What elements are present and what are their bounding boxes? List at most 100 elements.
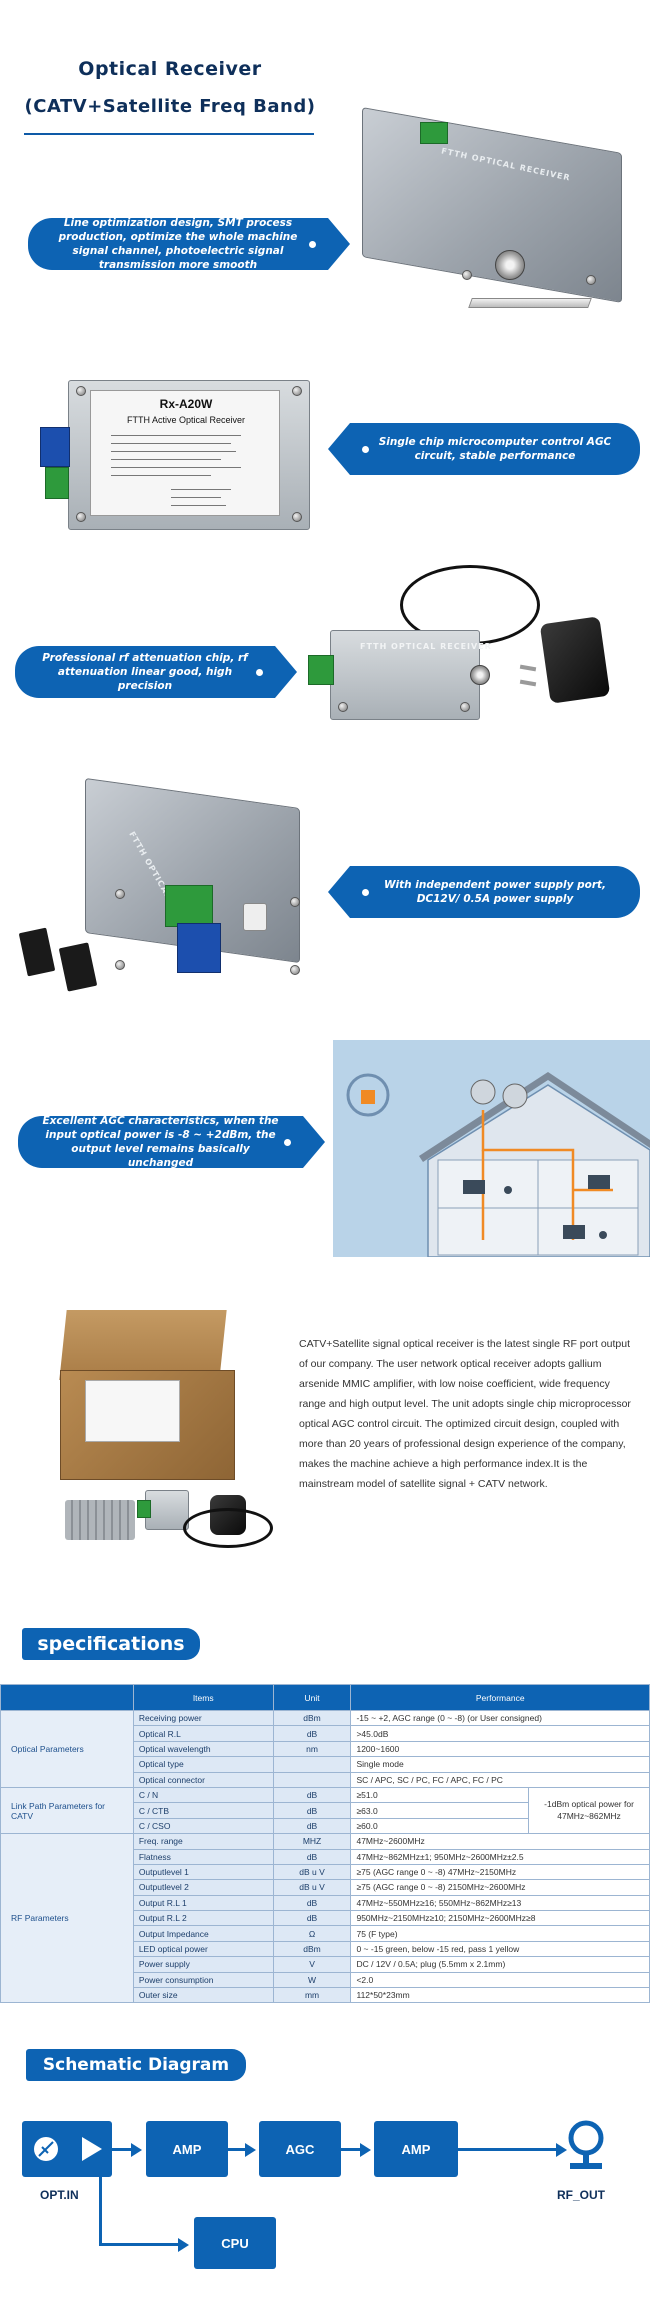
performance-cell: 112*50*23mm	[350, 1987, 650, 2004]
bullet-dot	[362, 888, 369, 896]
device-body	[330, 630, 480, 720]
power-cable	[183, 1508, 273, 1548]
bullet-dot	[284, 1138, 291, 1146]
table-row: C / CTB dB ≥63.0	[1, 1802, 650, 1819]
item-cell: Flatness	[132, 1848, 274, 1865]
table-row: Optical Parameters Receiving power dBm -…	[0, 1709, 650, 1788]
page-title: Optical Receiver	[78, 58, 262, 80]
cpu-block: CPU	[194, 2217, 276, 2269]
connector-line	[228, 2148, 246, 2151]
feature-callout-4: With independent power supply port, DC12…	[328, 866, 640, 918]
title-underline	[24, 133, 314, 135]
product-package-photo	[55, 1310, 280, 1560]
screw	[76, 386, 86, 396]
label-line	[111, 451, 236, 452]
item-cell: Outputlevel 1	[132, 1863, 274, 1881]
screw	[115, 960, 125, 970]
table-row: Output Impedance Ω 75 (F type)	[1, 1925, 650, 1942]
performance-cell: 950MHz~2150MHz≥10; 2150MHz~2600MHz≥8	[350, 1910, 650, 1927]
rubber-foot	[18, 927, 56, 977]
item-cell: Optical wavelength	[132, 1740, 274, 1758]
label-line	[111, 443, 231, 444]
bullet-dot	[309, 240, 316, 248]
item-cell: Output R.L 1	[132, 1894, 274, 1912]
table-row: Optical R.L dB >45.0dB	[1, 1725, 650, 1742]
item-cell: LED optical power	[132, 1940, 274, 1958]
table-row: Output R.L 1 dB 47MHz~550MHz≥16; 550MHz~…	[1, 1894, 650, 1912]
unit-cell: V	[272, 1956, 352, 1973]
screw	[292, 512, 302, 522]
arrow-right-icon	[178, 2238, 189, 2252]
table-row: Link Path Parameters for CATV C / N dB ≥…	[0, 1786, 650, 1835]
item-cell: Optical R.L	[132, 1725, 274, 1742]
feature-text: With independent power supply port, DC12…	[383, 878, 607, 905]
unit-cell: dBm	[272, 1709, 352, 1727]
performance-cell: ≥60.0	[350, 1817, 530, 1835]
unit-cell: dB	[272, 1786, 352, 1804]
arrow-right-icon	[131, 2143, 142, 2157]
opt-in-label: OPT.IN	[40, 2188, 79, 2202]
connector-line	[458, 2148, 558, 2151]
performance-cell: 1200~1600	[350, 1740, 650, 1758]
device-body	[362, 107, 622, 303]
table-row: Power supply V DC / 12V / 0.5A; plug (5.…	[1, 1956, 650, 1973]
arrow-right-icon	[245, 2143, 256, 2157]
table-row: Outputlevel 2 dB u V ≥75 (AGC range 0 ~ …	[1, 1879, 650, 1896]
device-label-sheet: Rx-A20W FTTH Active Optical Receiver	[90, 390, 280, 516]
label-line	[171, 497, 221, 498]
label-line	[171, 489, 231, 490]
performance-cell: 0 ~ -15 green, below -15 red, pass 1 yel…	[350, 1940, 650, 1958]
foam-insert	[65, 1500, 135, 1540]
item-cell: C / CTB	[132, 1802, 274, 1819]
photodiode-icon	[33, 2137, 58, 2161]
performance-cell: -15 ~ +2, AGC range (0 ~ -8) (or User co…	[350, 1709, 650, 1727]
note-cell: -1dBm optical power for 47MHz~862MHz	[528, 1786, 650, 1835]
item-cell: Outer size	[132, 1987, 274, 2004]
unit-cell: dB	[272, 1894, 352, 1912]
dc-power-socket	[243, 903, 267, 931]
table-row: Optical wavelength nm 1200~1600	[1, 1740, 650, 1758]
group-name: Link Path Parameters for CATV	[0, 1786, 134, 1835]
group-name: RF Parameters	[0, 1833, 134, 2004]
f-type-rf-connector	[470, 665, 490, 685]
feature-text: Professional rf attenuation chip, rf att…	[42, 651, 248, 693]
feature-callout-2: Single chip microcomputer control AGC ci…	[328, 423, 640, 475]
table-row: Outer size mm 112*50*23mm	[1, 1987, 650, 2004]
green-sc-connector	[45, 467, 69, 499]
item-cell: Output R.L 2	[132, 1910, 274, 1927]
device-photo-rear: FTTH OPTICAL RECEIVER	[15, 777, 315, 1015]
performance-cell: 47MHz~550MHz≥16; 550MHz~862MHz≥13	[350, 1894, 650, 1912]
feature-callout-5: Excellent AGC characteristics, when the …	[18, 1115, 325, 1169]
specifications-table: Items Unit Performance Optical Parameter…	[0, 1684, 650, 2004]
item-cell: Outputlevel 2	[132, 1879, 274, 1896]
table-row: Flatness dB 47MHz~862MHz±1; 950MHz~2600M…	[1, 1848, 650, 1865]
connector-line	[112, 2148, 132, 2151]
unit-cell: dB	[272, 1802, 352, 1819]
bullet-dot	[256, 668, 263, 676]
unit-cell	[272, 1771, 352, 1788]
screw	[290, 897, 300, 907]
performance-cell: >45.0dB	[350, 1725, 650, 1742]
device-model: Rx-A20W	[159, 397, 213, 411]
rf-out-connector-icon	[568, 2120, 604, 2169]
performance-cell: 75 (F type)	[350, 1925, 650, 1942]
table-row: Outputlevel 1 dB u V ≥75 (AGC range 0 ~ …	[1, 1863, 650, 1881]
table-row: C / CSO dB ≥60.0	[1, 1817, 650, 1835]
table-row: Output R.L 2 dB 950MHz~2150MHz≥10; 2150M…	[1, 1910, 650, 1927]
performance-cell: ≥51.0	[350, 1786, 530, 1804]
manual-sheet	[85, 1380, 180, 1442]
performance-cell: 47MHz~2600MHz	[350, 1833, 650, 1850]
mounting-plate	[468, 298, 592, 308]
unit-cell: dB	[272, 1910, 352, 1927]
feature-callout-1: Line optimization design, SMT process pr…	[28, 217, 350, 271]
amp-block-2: AMP	[374, 2121, 458, 2177]
connector-line	[341, 2148, 361, 2151]
arrow-right-icon	[360, 2143, 371, 2157]
unit-cell: dB	[272, 1848, 352, 1865]
item-cell: Receiving power	[132, 1709, 274, 1727]
header-cell-group	[0, 1684, 134, 1711]
device-photo-labeled: Rx-A20W FTTH Active Optical Receiver	[40, 372, 320, 537]
screw	[338, 702, 348, 712]
schematic-heading: Schematic Diagram	[26, 2049, 246, 2081]
label-line	[111, 435, 241, 436]
